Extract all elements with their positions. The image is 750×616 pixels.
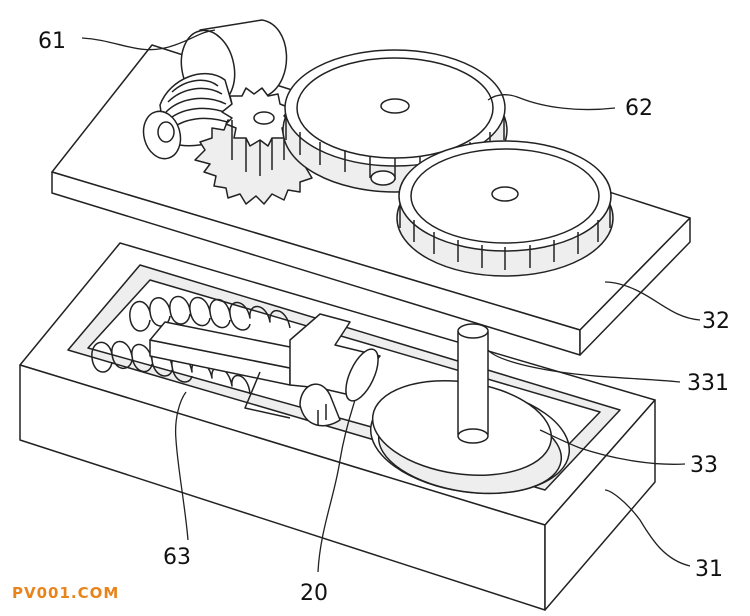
label-32: 32 bbox=[702, 309, 730, 334]
slider-20 bbox=[299, 348, 379, 427]
shaft-331 bbox=[457, 323, 489, 444]
watermark-text: PV001.COM bbox=[12, 584, 119, 602]
label-20: 20 bbox=[300, 581, 328, 606]
leader-lines bbox=[81, 29, 701, 573]
label-63: 63 bbox=[163, 545, 191, 570]
label-61: 61 bbox=[38, 29, 66, 54]
label-33: 33 bbox=[690, 453, 718, 478]
label-331: 331 bbox=[687, 371, 729, 396]
large-gear-lower bbox=[370, 140, 614, 277]
label-62: 62 bbox=[625, 96, 653, 121]
label-31: 31 bbox=[695, 557, 723, 582]
